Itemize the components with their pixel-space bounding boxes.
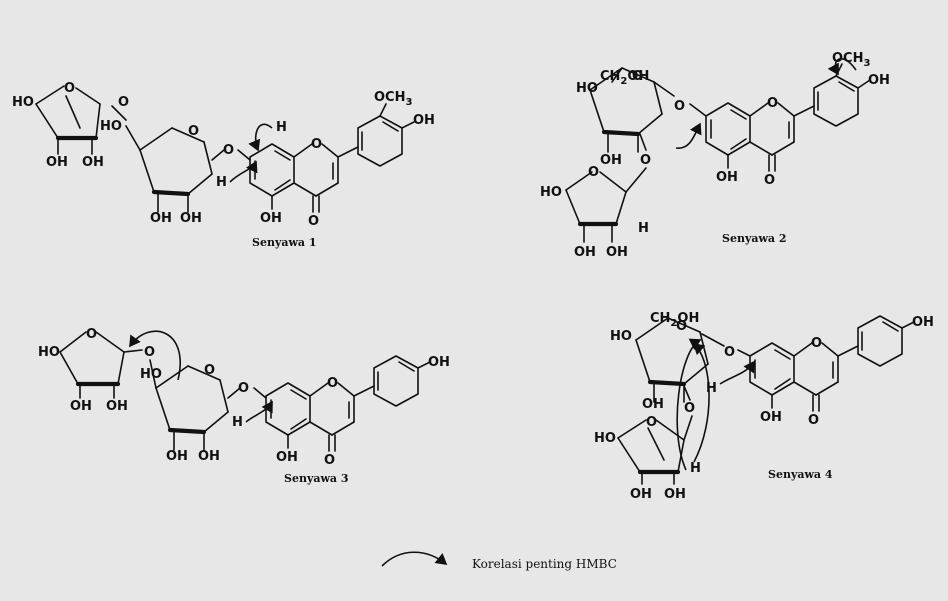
hydroxyl-4-d: HO [610, 329, 632, 344]
hydroxyl-2-c: OH [600, 153, 622, 168]
aromatic-h-1: H [276, 120, 287, 135]
caption-compound-1: Senyawa 1 [252, 236, 317, 249]
furanose-hydroxyl-3-a: HO [38, 345, 60, 360]
caption-compound-3: Senyawa 3 [284, 472, 349, 485]
hydroxyl-3-b: OH [428, 355, 450, 370]
anomeric-h-4: H [706, 381, 717, 396]
compound-2-structure: OCH3 OH O OH HO CH2OH O O O HO OH OH H S… [540, 51, 890, 260]
furanose-oxygen-3: O [86, 327, 97, 342]
hmbc-arrow-4-a [719, 360, 755, 385]
compound-4-structure: OH O OH HO CH2OH O O H O HO OH OH H [594, 311, 934, 502]
compound-3-structure: OH O OH OH O O HO O HO OH OH H Seny [38, 327, 450, 485]
hydroxyl-2-d: HO [576, 81, 598, 96]
hmbc-arrow-1-b [248, 123, 273, 152]
hmbc-legend-arrow-icon [381, 551, 448, 567]
hydroxyl-3-d: OH [198, 449, 220, 464]
methoxy-group-2: OCH3 [832, 51, 870, 69]
ring-oxygen-1: O [188, 124, 199, 139]
hmbc-arrow-2-a [675, 122, 702, 149]
compound-1-structure: OCH3 OH O OH OH O O O HO HO OH OH H [12, 81, 435, 249]
hydroxyl-2-b: OH [868, 73, 890, 88]
apiose-hydroxyl-4-a: HO [594, 431, 616, 446]
glycosidic-oxygen-3: O [238, 381, 249, 396]
caption-compound-2: Senyawa 2 [722, 232, 787, 245]
hydroxyl-4-c: OH [642, 397, 664, 412]
furanose-hydroxyl-2-c: OH [606, 245, 628, 260]
furanose-hydroxyl-3-b: OH [70, 399, 92, 414]
caption-compound-4: Senyawa 4 [768, 468, 833, 481]
furanose-hydroxyl-3-c: OH [106, 399, 128, 414]
hydroxyl-1-d: OH [180, 211, 202, 226]
anomeric-h-3: H [232, 415, 243, 430]
ring-oxygen-2: O [632, 69, 643, 84]
hydroxyl-3-c: OH [166, 449, 188, 464]
apiose-hydroxyl-1-c: OH [46, 155, 68, 170]
apiose-hydroxyl-1-a: HO [12, 95, 34, 110]
hmbc-arrow-4-c [692, 342, 710, 463]
legend-label: Korelasi penting HMBC [472, 557, 617, 571]
hydroxyl-1-c: OH [150, 211, 172, 226]
linker-oxygen-1: O [118, 95, 129, 110]
furanose-hydroxyl-2-b: OH [574, 245, 596, 260]
apiose-hydroxyl-1-b: HO [100, 119, 122, 134]
ch2oh-group-2: CH2OH [600, 69, 649, 87]
linker-oxygen-2: O [640, 153, 651, 168]
hmbc-arrow-3-b [129, 330, 181, 381]
glycosidic-oxygen-4: O [724, 345, 735, 360]
hmbc-arrow-1-a [229, 160, 258, 183]
apiose-hydroxyl-1-d: OH [82, 155, 104, 170]
linker-oxygen-4: O [684, 401, 695, 416]
furanose-hydroxyl-2-a: HO [540, 185, 562, 200]
hmbc-arrow-2-c [827, 57, 857, 76]
ch2oh-group-4: CH2OH [650, 311, 699, 329]
apiose-oxygen-4: O [646, 415, 657, 430]
apiose-h-4: H [690, 461, 701, 476]
hydroxyl-4-b: OH [912, 315, 934, 330]
linker-oxygen-3: O [144, 345, 155, 360]
hmbc-arrow-3-a [245, 400, 273, 423]
furanose-oxygen-2: O [588, 165, 599, 180]
hydroxyl-1-b: OH [413, 113, 435, 128]
legend: Korelasi penting HMBC [381, 551, 617, 571]
apiose-hydroxyl-4-c: OH [664, 487, 686, 502]
furanose-h-2: H [638, 221, 649, 236]
apiose-oxygen-1: O [64, 81, 75, 96]
apiose-hydroxyl-4-b: OH [630, 487, 652, 502]
methoxy-group-1: OCH3 [374, 90, 412, 108]
ring-oxygen-3: O [204, 363, 215, 378]
glycosidic-oxygen-1: O [223, 143, 234, 158]
ring-oxygen-4: O [676, 319, 687, 334]
glycosidic-oxygen-2: O [674, 99, 685, 114]
hydroxyl-3-e: HO [140, 367, 162, 382]
anomeric-h-1: H [216, 175, 227, 190]
